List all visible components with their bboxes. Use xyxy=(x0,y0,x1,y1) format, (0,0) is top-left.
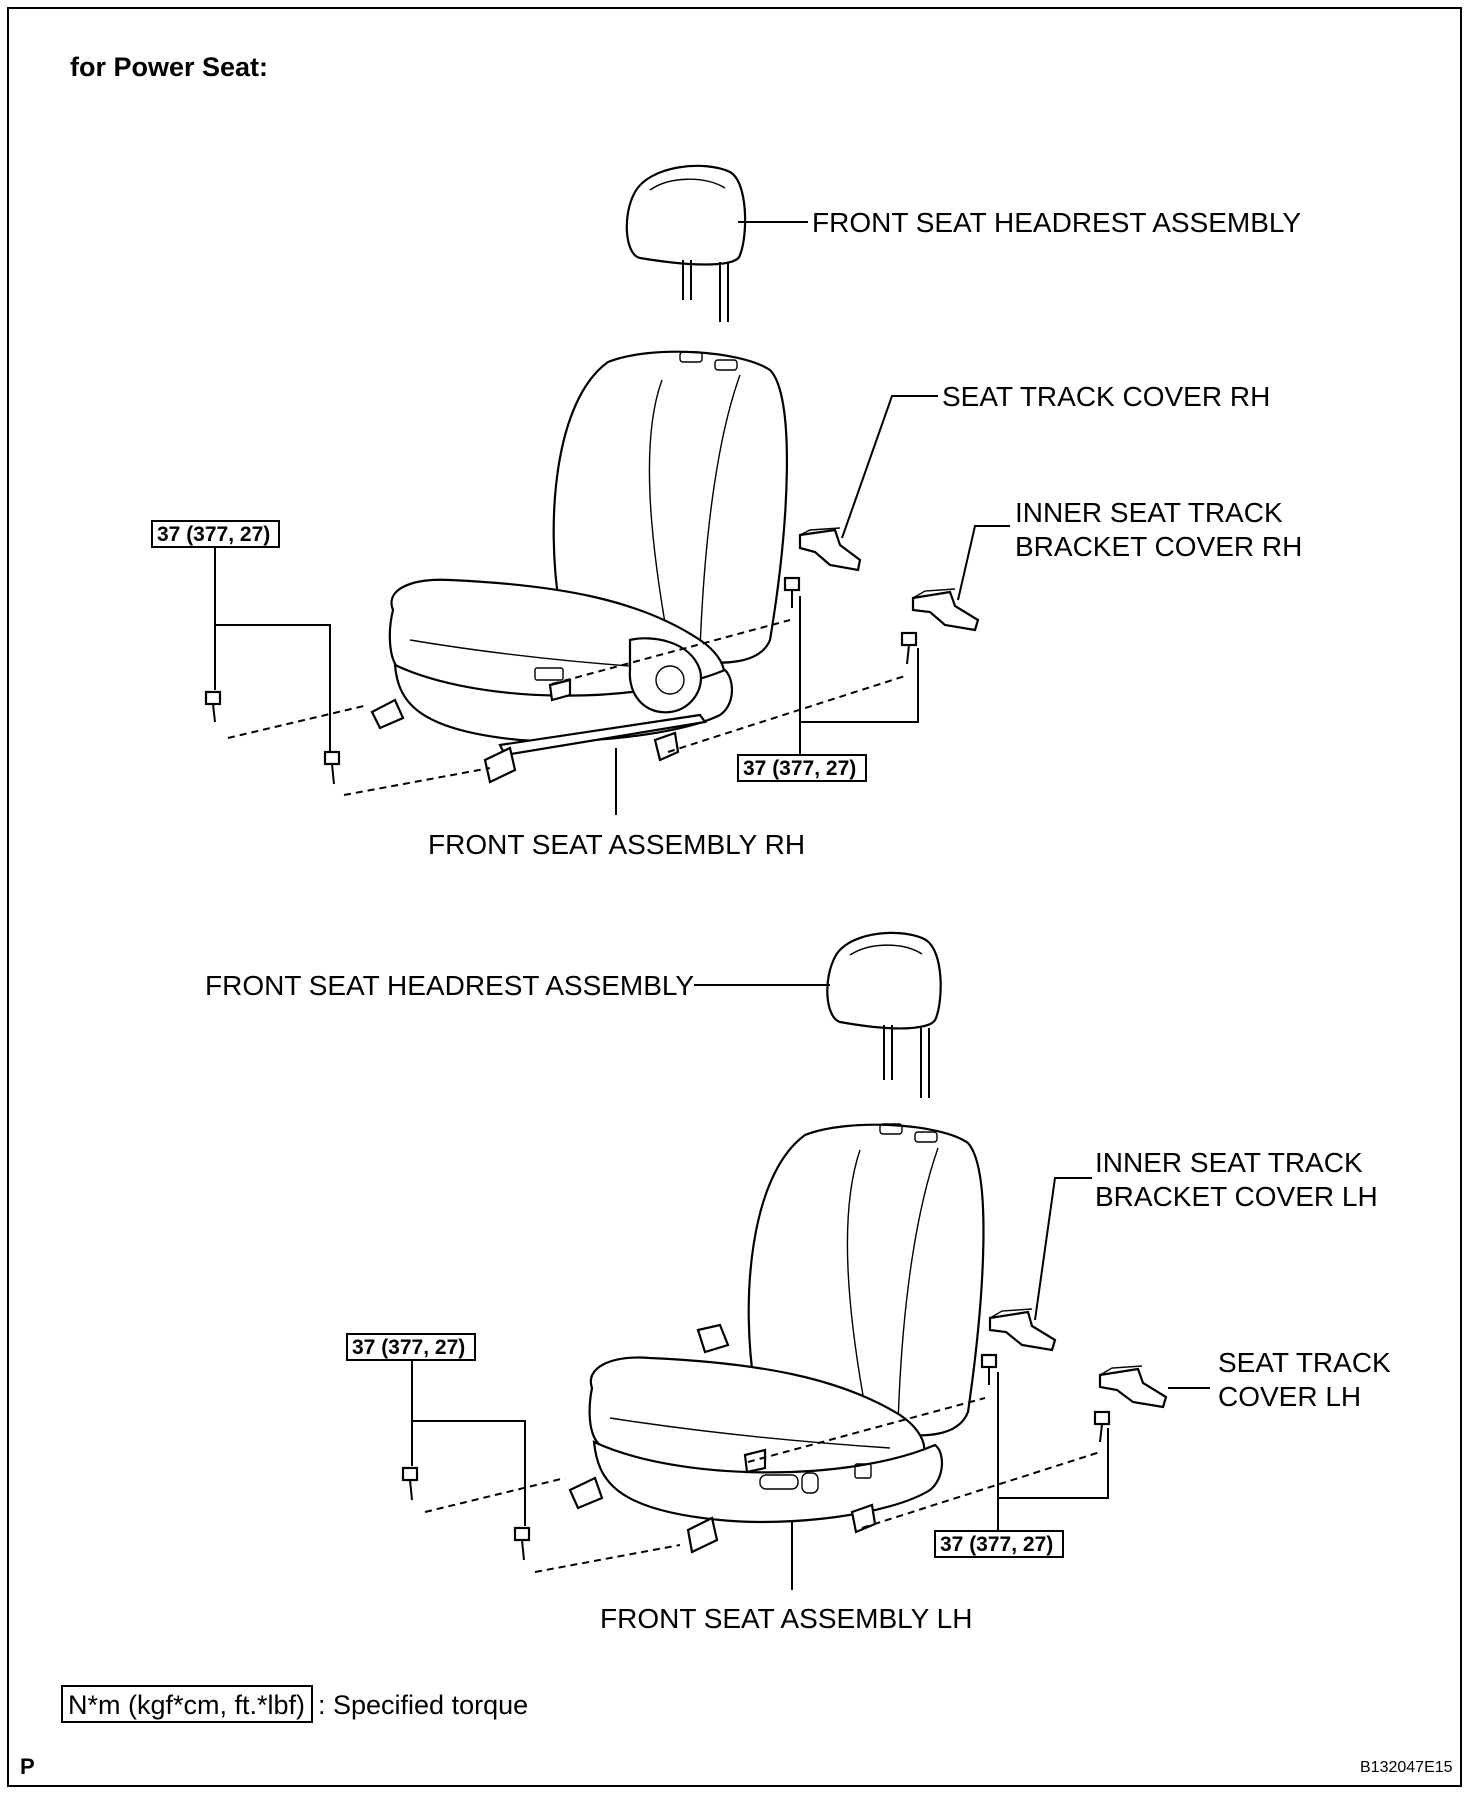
torque-box-lh-right xyxy=(934,1530,1064,1558)
legend-unit-key: N*m (kgf*cm, ft.*lbf) xyxy=(68,1690,305,1720)
page-title: for Power Seat: xyxy=(70,52,268,82)
bolt-rh-1 xyxy=(204,690,222,723)
bolt-lh-3 xyxy=(980,1353,998,1385)
headrest-rh-label: FRONT SEAT HEADREST ASSEMBLY xyxy=(812,207,1301,238)
front-seat-rh-label: FRONT SEAT ASSEMBLY RH xyxy=(428,829,805,860)
rh-group: FRONT SEAT HEADREST ASSEMBLY xyxy=(151,164,1302,860)
figure-code: B132047E15 xyxy=(1360,1759,1453,1776)
bolt-rh-3 xyxy=(783,576,801,608)
bolt-lh-4 xyxy=(1093,1410,1111,1443)
inner-bracket-cover-rh xyxy=(911,588,980,632)
seat-track-cover-lh-label-2: COVER LH xyxy=(1218,1381,1361,1412)
inner-bracket-cover-lh-label-2: BRACKET COVER LH xyxy=(1095,1181,1378,1212)
inner-bracket-cover-lh xyxy=(988,1308,1057,1352)
headrest-rh xyxy=(625,164,747,322)
torque-lh-left: 37 (377, 27) xyxy=(352,1336,465,1359)
bolt-rh-2 xyxy=(323,750,341,785)
seat-track-cover-lh xyxy=(1098,1365,1168,1409)
bolt-lh-1 xyxy=(401,1466,419,1501)
torque-box-rh-left xyxy=(151,520,280,548)
inner-bracket-cover-rh-label-1: INNER SEAT TRACK xyxy=(1015,497,1283,528)
headrest-lh xyxy=(826,931,942,1098)
bolt-rh-4 xyxy=(900,631,918,665)
legend-unit-box xyxy=(61,1685,313,1723)
torque-box-rh-right xyxy=(737,754,867,782)
seat-track-cover-rh xyxy=(798,527,862,572)
legend-description: : Specified torque xyxy=(318,1690,528,1720)
torque-rh-right: 37 (377, 27) xyxy=(743,757,856,780)
torque-lh-right: 37 (377, 27) xyxy=(940,1533,1053,1556)
torque-rh-left: 37 (377, 27) xyxy=(157,523,270,546)
inner-bracket-cover-rh-label-2: BRACKET COVER RH xyxy=(1015,531,1302,562)
front-seat-lh-label: FRONT SEAT ASSEMBLY LH xyxy=(600,1603,972,1634)
bolt-lh-2 xyxy=(513,1526,531,1561)
inner-bracket-cover-lh-label-1: INNER SEAT TRACK xyxy=(1095,1147,1363,1178)
headrest-lh-label: FRONT SEAT HEADREST ASSEMBLY xyxy=(205,970,694,1001)
lh-group: FRONT SEAT HEADREST ASSEMBLY xyxy=(205,931,1391,1634)
seat-track-cover-lh-label-1: SEAT TRACK xyxy=(1218,1347,1391,1378)
diagram-frame xyxy=(7,7,1462,1787)
torque-box-lh-left xyxy=(346,1333,476,1361)
page-mark: P xyxy=(20,1754,35,1779)
seat-track-cover-rh-label: SEAT TRACK COVER RH xyxy=(942,381,1270,412)
front-seat-lh xyxy=(568,1123,985,1554)
front-seat-rh xyxy=(370,350,789,784)
